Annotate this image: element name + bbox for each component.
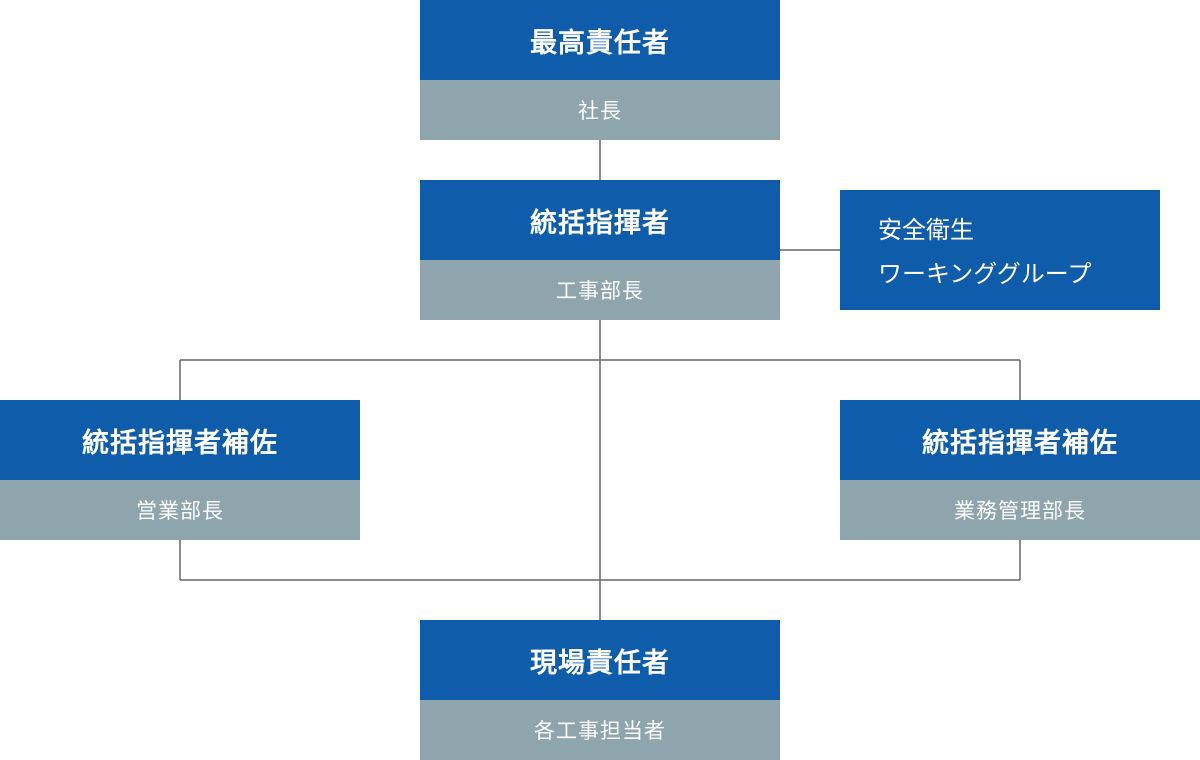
node-assistant-right: 統括指揮者補佐 業務管理部長 — [840, 400, 1200, 540]
side-group-line2: ワーキンググループ — [878, 260, 1092, 288]
node-role: 業務管理部長 — [840, 480, 1200, 540]
side-group-line1: 安全衛生 — [878, 216, 974, 244]
node-title: 統括指揮者補佐 — [840, 400, 1200, 480]
node-site-responsible: 現場責任者 各工事担当者 — [420, 620, 780, 760]
node-role: 社長 — [420, 80, 780, 140]
node-title: 現場責任者 — [420, 620, 780, 700]
node-title: 統括指揮者 — [420, 180, 780, 260]
node-assistant-left: 統括指揮者補佐 営業部長 — [0, 400, 360, 540]
node-title: 最高責任者 — [420, 0, 780, 80]
node-role: 工事部長 — [420, 260, 780, 320]
node-top-responsible: 最高責任者 社長 — [420, 0, 780, 140]
node-title: 統括指揮者補佐 — [0, 400, 360, 480]
safety-working-group: 安全衛生 ワーキンググループ — [840, 190, 1160, 310]
node-general-commander: 統括指揮者 工事部長 — [420, 180, 780, 320]
node-role: 各工事担当者 — [420, 700, 780, 760]
node-role: 営業部長 — [0, 480, 360, 540]
